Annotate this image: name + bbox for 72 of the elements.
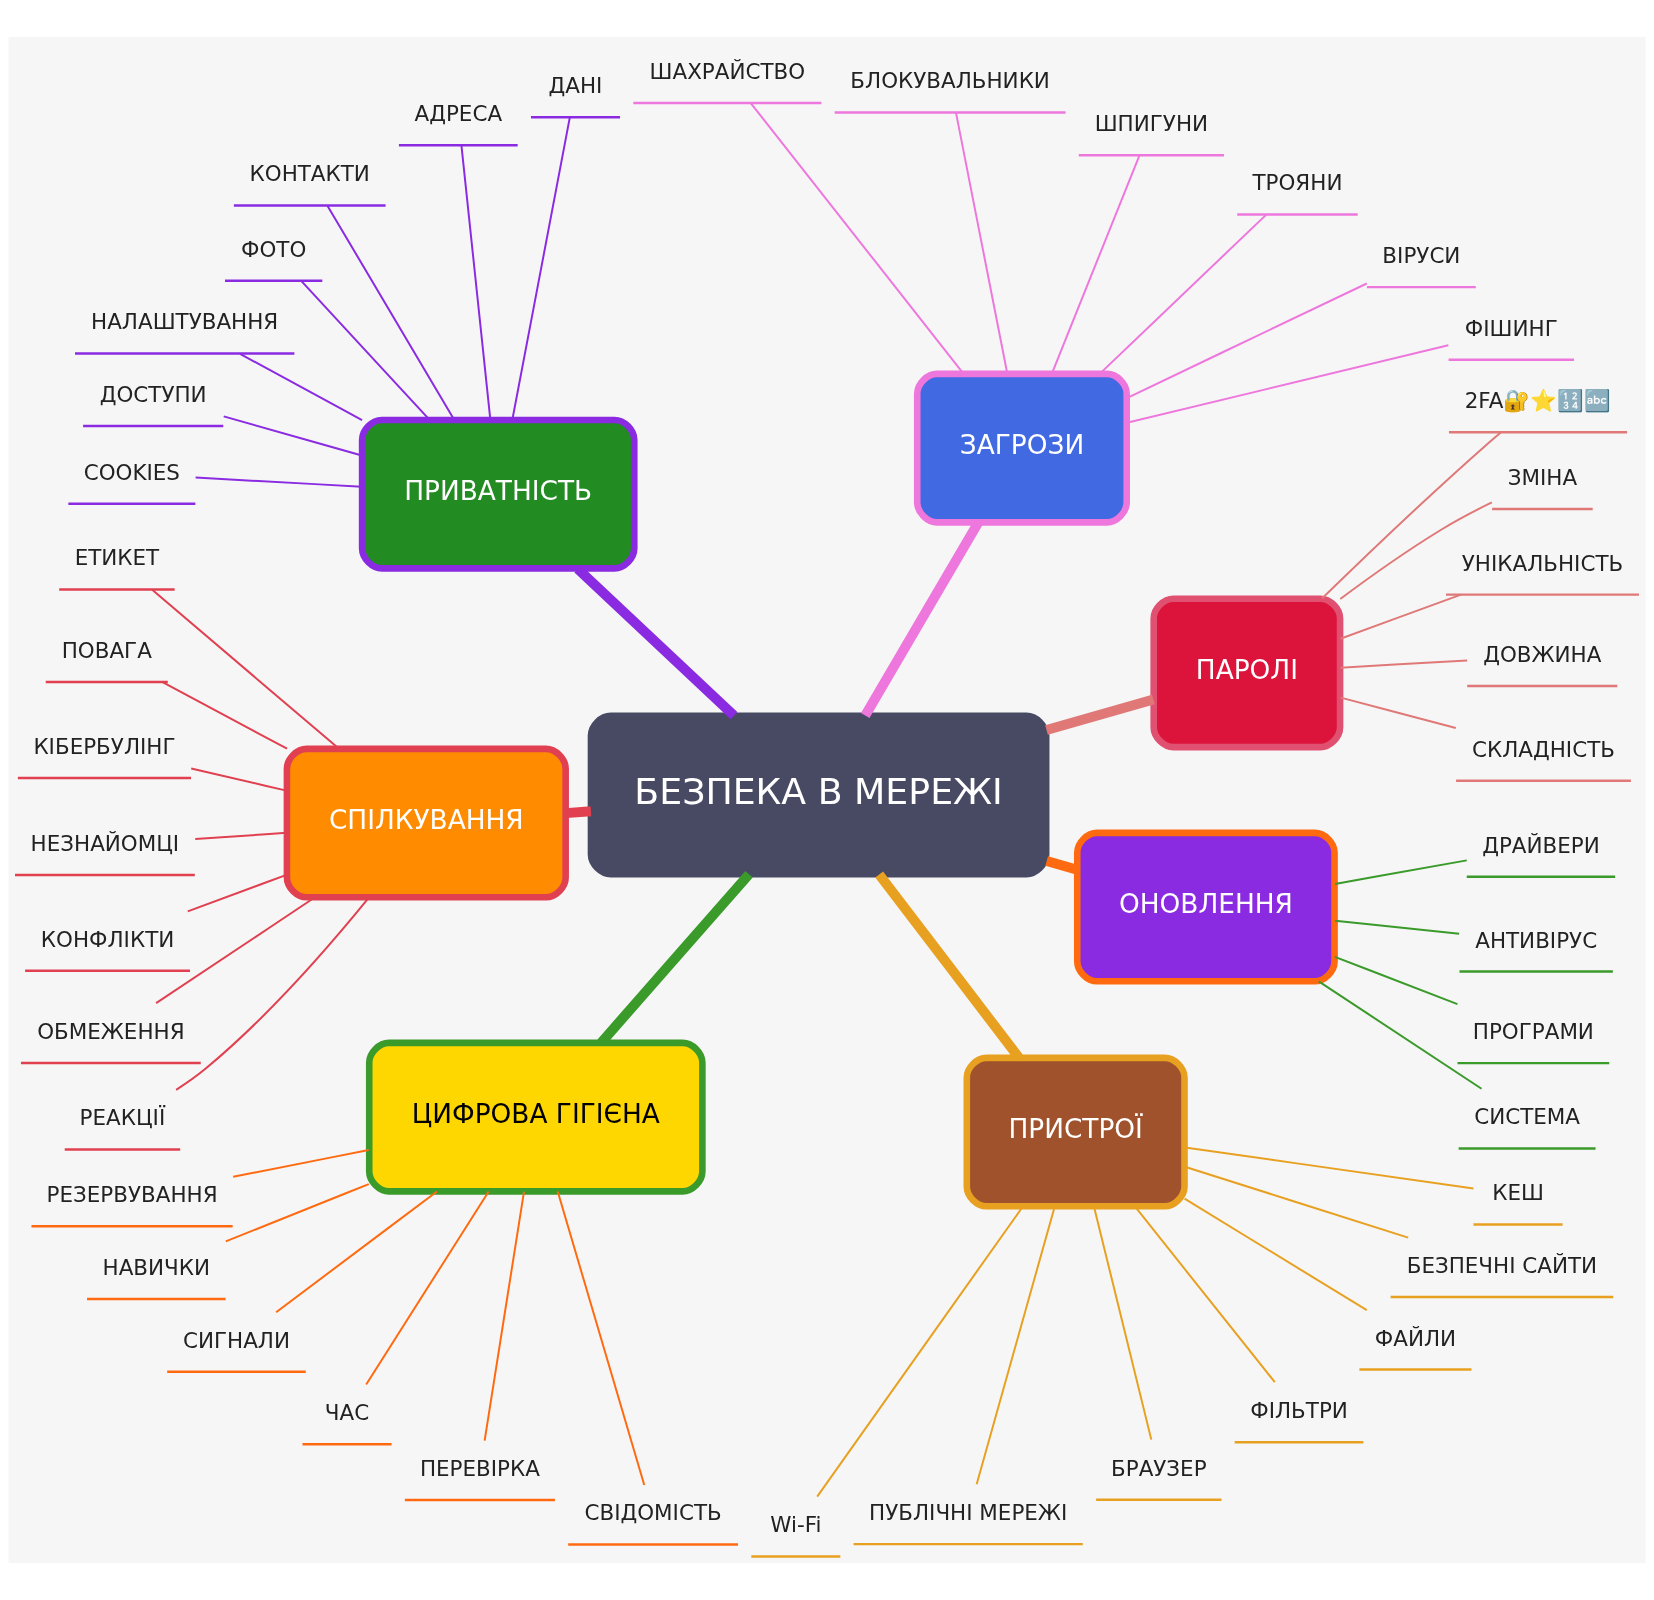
connector: [1339, 696, 1457, 729]
node-text: 2FA🔐⭐🔢🔤: [1464, 388, 1612, 414]
node-text: СВІДОМІСТЬ: [584, 1500, 722, 1526]
node-text: ЗМІНА: [1507, 464, 1578, 490]
node-text: ОБМЕЖЕННЯ: [37, 1018, 185, 1044]
connector: [1184, 1146, 1475, 1190]
node-box: СПІЛКУВАННЯ: [283, 745, 569, 901]
connector: [1339, 501, 1493, 600]
node-text: ЕТИКЕТ: [74, 545, 160, 571]
node-text: ФАЙЛИ: [1374, 1325, 1457, 1351]
connector: [275, 1190, 438, 1314]
node-box: ЦИФРОВА ГІГІЄНА: [365, 1039, 706, 1195]
node-box: БЕЗПЕКА В МЕРЕЖІ: [587, 712, 1050, 878]
node-text: РЕАКЦІЇ: [79, 1105, 166, 1131]
node-text: ПОВАГА: [61, 637, 152, 663]
node-text: ФІЛЬТРИ: [1250, 1398, 1348, 1424]
node-box: ПРИСТРОЇ: [963, 1054, 1188, 1210]
node-text: ПРОГРАМИ: [1472, 1019, 1594, 1045]
connector: [239, 352, 364, 422]
node-box: ПАРОЛІ: [1150, 595, 1344, 751]
connector: [565, 806, 592, 819]
connector: [1339, 659, 1469, 669]
node-box: ЗАГРОЗИ: [913, 370, 1130, 526]
connector: [1045, 694, 1155, 735]
node-text: СИГНАЛИ: [182, 1327, 290, 1353]
node-text: БЕЗПЕЧНІ САЙТИ: [1406, 1252, 1598, 1278]
connector: [365, 1190, 490, 1386]
node-box: ПРИВАТНІСТЬ: [358, 416, 638, 572]
node-text: КІБЕРБУЛІНГ: [33, 734, 176, 760]
node-text: ТРОЯНИ: [1252, 170, 1343, 196]
node-text: НЕЗНАЙОМЦІ: [30, 830, 180, 856]
connector: [162, 681, 289, 750]
node-text: ДРАЙВЕРИ: [1482, 832, 1600, 858]
node-text: ДОВЖИНА: [1483, 641, 1602, 667]
connector: [224, 1183, 370, 1243]
node-text: ЧАС: [324, 1400, 370, 1426]
node-text: АНТИВІРУС: [1475, 927, 1598, 953]
node-text: АДРЕСА: [414, 101, 503, 127]
node-text: ПЕРЕВІРКА: [419, 1455, 540, 1481]
node-text: COOKIES: [83, 459, 180, 485]
node-text: СКЛАДНІСТЬ: [1472, 736, 1615, 762]
connector: [1334, 919, 1461, 935]
node-text: КОНФЛІКТИ: [40, 926, 175, 952]
node-text: ПУБЛІЧНІ МЕРЕЖІ: [869, 1500, 1068, 1526]
connector: [151, 588, 340, 750]
node-text: СИСТЕМА: [1474, 1104, 1580, 1130]
connector: [1317, 980, 1483, 1090]
node-text: Wi-Fi: [770, 1512, 822, 1538]
connector: [1334, 859, 1468, 885]
node-text: ФОТО: [241, 236, 307, 262]
connector: [1321, 431, 1502, 600]
node-text: БЛОКУВАЛЬНИКИ: [850, 68, 1050, 94]
node-text: КЕШ: [1492, 1180, 1544, 1206]
connector: [1333, 955, 1459, 1006]
node-text: ШАХРАЙСТВО: [649, 58, 806, 84]
connector: [1339, 593, 1462, 640]
node-text: БРАУЗЕР: [1111, 1455, 1207, 1481]
node-text: ВІРУСИ: [1382, 243, 1461, 269]
node-text: ДОСТУПИ: [99, 382, 207, 408]
node-text: ДАНІ: [548, 73, 603, 99]
node-text: НАЛАШТУВАННЯ: [91, 309, 279, 335]
node-box: ОНОВЛЕННЯ: [1073, 829, 1338, 985]
node-text: ШПИГУНИ: [1094, 111, 1209, 137]
node-text: ФІШИНГ: [1464, 315, 1558, 341]
node-text: РЕЗЕРВУВАННЯ: [46, 1182, 218, 1208]
connector: [232, 1149, 370, 1178]
connector: [483, 1190, 525, 1442]
node-text: НАВИЧКИ: [102, 1254, 211, 1280]
connector: [1183, 1197, 1368, 1312]
node-text: УНІКАЛЬНІСТЬ: [1461, 550, 1624, 576]
node-text: КОНТАКТИ: [249, 161, 370, 187]
connector: [556, 1190, 646, 1486]
